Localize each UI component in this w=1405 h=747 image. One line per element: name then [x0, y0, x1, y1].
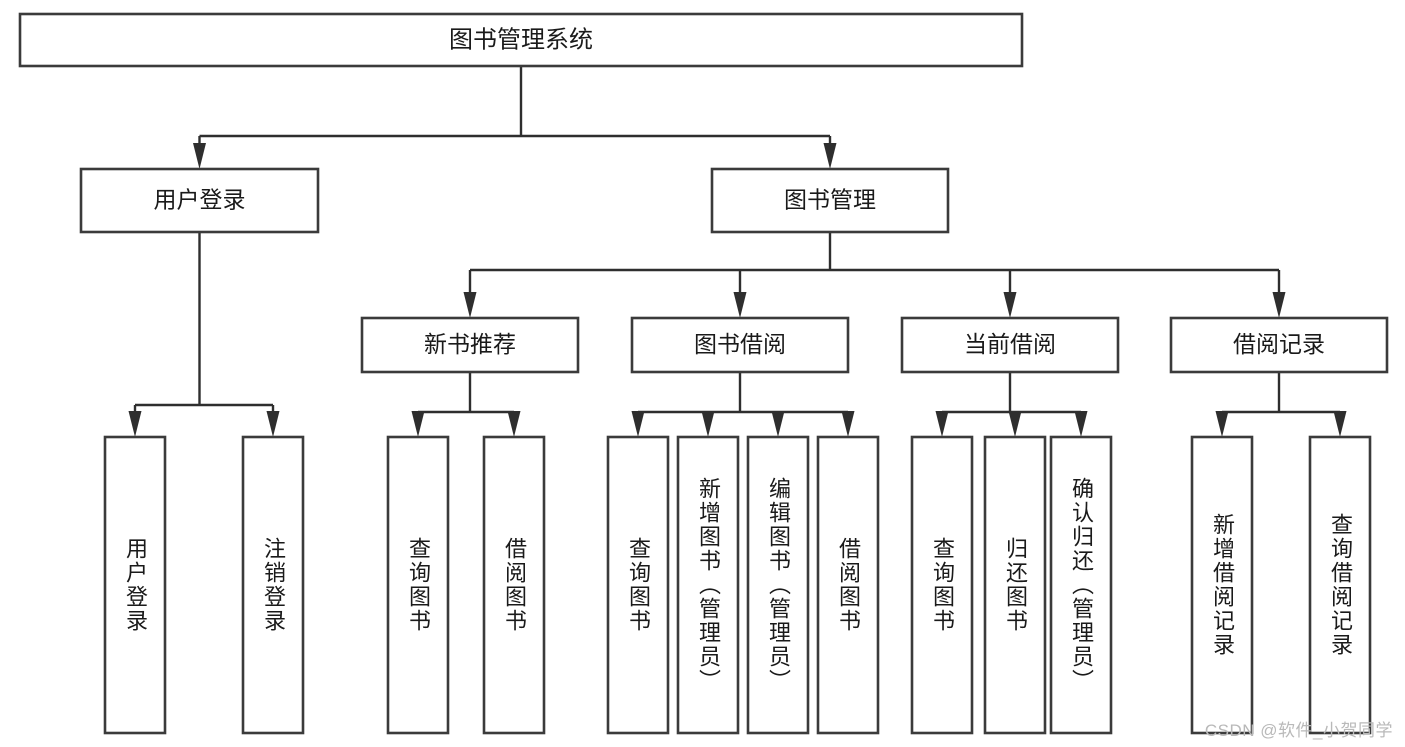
arrow-current-borrow-head [1003, 292, 1017, 318]
node-leaf-current-confirm-return[interactable] [1049, 435, 1113, 735]
arrow-leaf-borrow-query-book-head [631, 411, 645, 437]
node-current-borrow[interactable]: 当前借阅 [900, 316, 1120, 374]
node-book-manage[interactable]: 图书管理 [710, 167, 950, 234]
arrow-leaf-user-logout-head [266, 411, 280, 437]
node-label-user-login: 用户登录 [154, 187, 246, 213]
node-box-root[interactable] [18, 12, 1024, 68]
arrow-leaf-borrow-add-book-head [701, 411, 715, 437]
node-leaf-record-query[interactable] [1308, 435, 1372, 735]
arrow-leaf-current-return-book-head [1008, 411, 1022, 437]
node-box-user-login[interactable] [79, 167, 320, 234]
node-label-new-book-recommend: 新书推荐 [424, 331, 516, 357]
arrow-book-manage-head [823, 143, 837, 169]
connectors-layer [128, 66, 1347, 437]
arrow-leaf-user-login-head [128, 411, 142, 437]
node-leaf-current-return-book[interactable] [983, 435, 1047, 735]
node-box-leaf-current-return-book[interactable] [983, 435, 1047, 735]
node-book-borrow[interactable]: 图书借阅 [630, 316, 850, 374]
node-root[interactable]: 图书管理系统 [18, 12, 1024, 68]
node-leaf-borrow-add-book[interactable] [676, 435, 740, 735]
arrow-user-login-head [193, 143, 206, 169]
node-leaf-current-query-book[interactable] [910, 435, 974, 735]
arrow-leaf-current-query-book-head [935, 411, 949, 437]
node-box-leaf-user-logout[interactable] [241, 435, 305, 735]
node-leaf-user-logout[interactable] [241, 435, 305, 735]
node-box-leaf-borrow-borrow-book[interactable] [816, 435, 880, 735]
arrow-leaf-borrow-edit-book-head [771, 411, 785, 437]
arrow-leaf-rec-borrow-book-head [507, 411, 521, 437]
node-leaf-rec-borrow-book[interactable] [482, 435, 546, 735]
node-box-book-borrow[interactable] [630, 316, 850, 374]
node-label-root: 图书管理系统 [449, 26, 593, 53]
node-box-current-borrow[interactable] [900, 316, 1120, 374]
arrow-leaf-record-add-head [1215, 411, 1229, 437]
node-leaf-borrow-borrow-book[interactable] [816, 435, 880, 735]
node-box-leaf-user-login[interactable] [103, 435, 167, 735]
arrow-leaf-rec-query-book-head [411, 411, 425, 437]
node-box-leaf-rec-query-book[interactable] [386, 435, 450, 735]
arrow-borrow-record-head [1272, 292, 1286, 318]
node-box-leaf-current-query-book[interactable] [910, 435, 974, 735]
node-box-book-manage[interactable] [710, 167, 950, 234]
node-box-leaf-record-query[interactable] [1308, 435, 1372, 735]
node-label-book-borrow: 图书借阅 [694, 331, 786, 357]
node-box-leaf-record-add[interactable] [1190, 435, 1254, 735]
node-leaf-borrow-edit-book[interactable] [746, 435, 810, 735]
arrow-leaf-borrow-borrow-book-head [841, 411, 855, 437]
node-new-book-recommend[interactable]: 新书推荐 [360, 316, 580, 374]
node-box-leaf-current-confirm-return[interactable] [1049, 435, 1113, 735]
arrow-new-book-recommend-head [463, 292, 477, 318]
node-leaf-borrow-query-book[interactable] [606, 435, 670, 735]
node-label-current-borrow: 当前借阅 [964, 331, 1056, 357]
node-box-leaf-borrow-add-book[interactable] [676, 435, 740, 735]
node-borrow-record[interactable]: 借阅记录 [1169, 316, 1389, 374]
node-leaf-user-login[interactable] [103, 435, 167, 735]
node-box-borrow-record[interactable] [1169, 316, 1389, 374]
node-label-borrow-record: 借阅记录 [1233, 331, 1325, 357]
node-box-leaf-rec-borrow-book[interactable] [482, 435, 546, 735]
node-box-new-book-recommend[interactable] [360, 316, 580, 374]
arrow-book-borrow-head [733, 292, 747, 318]
node-label-book-manage: 图书管理 [784, 187, 876, 213]
node-user-login[interactable]: 用户登录 [79, 167, 320, 234]
node-box-leaf-borrow-query-book[interactable] [606, 435, 670, 735]
csdn-watermark: CSDN @软件_小贺同学 [1204, 721, 1393, 740]
arrow-leaf-current-confirm-return-head [1074, 411, 1088, 437]
node-leaf-rec-query-book[interactable] [386, 435, 450, 735]
node-box-leaf-borrow-edit-book[interactable] [746, 435, 810, 735]
arrow-leaf-record-query-head [1333, 411, 1347, 437]
node-leaf-record-add[interactable] [1190, 435, 1254, 735]
